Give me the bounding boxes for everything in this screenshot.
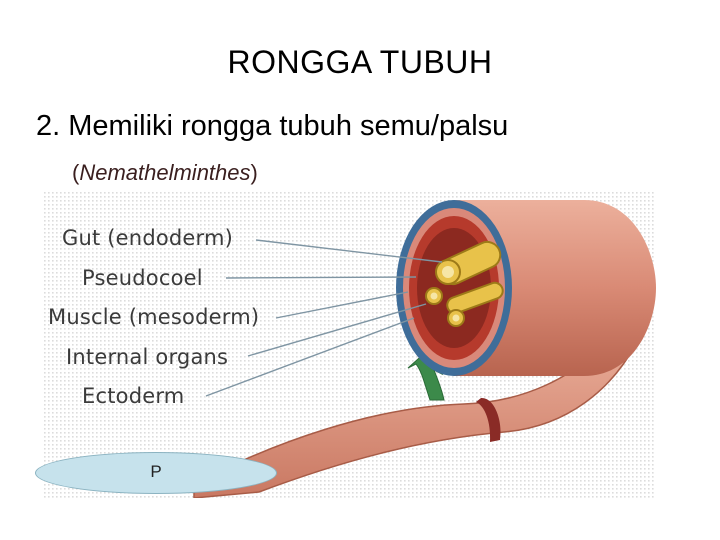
label-ectoderm: Ectoderm	[82, 384, 185, 408]
slide-title: RONGGA TUBUH	[227, 44, 493, 80]
leader-gut	[255, 239, 443, 263]
leader-ectoderm	[205, 317, 415, 397]
worm-band	[476, 397, 501, 442]
label-muscle: Muscle (mesoderm)	[48, 305, 260, 329]
label-organs: Internal organs	[66, 345, 229, 369]
leader-lines	[205, 239, 443, 397]
taxon-name: Nemathelminthes	[79, 160, 251, 185]
p-oval-shape: P	[35, 452, 277, 494]
label-pseudocoel: Pseudocoel	[82, 266, 203, 290]
organ-tube	[446, 281, 504, 315]
leader-pseudocoel	[225, 276, 417, 279]
subtitle-taxon: (Nemathelminthes)	[72, 160, 258, 186]
nematode-cross-section-figure: Gut (endoderm) Pseudocoel Muscle (mesode…	[44, 192, 656, 499]
paren-open: (	[72, 160, 80, 185]
label-gut: Gut (endoderm)	[62, 226, 234, 250]
paren-close: )	[250, 160, 258, 185]
leader-muscle	[275, 291, 409, 319]
bullet-point: 2. Memiliki rongga tubuh semu/palsu	[36, 110, 509, 142]
figure-illustration	[44, 192, 656, 499]
cylinder-side	[454, 200, 656, 376]
leader-organs	[247, 303, 427, 357]
oval-label: P	[150, 462, 162, 481]
